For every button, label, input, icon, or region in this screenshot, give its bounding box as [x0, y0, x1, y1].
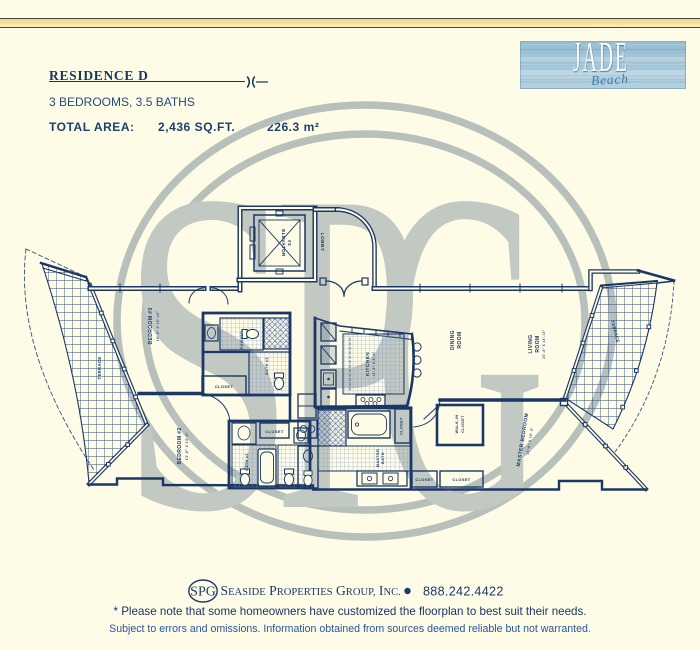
- svg-text:ROOM: ROOM: [457, 331, 463, 348]
- svg-text:CLOSET: CLOSET: [265, 429, 284, 434]
- svg-text:WALK-IN: WALK-IN: [455, 414, 459, 433]
- svg-text:MASTER: MASTER: [376, 449, 380, 467]
- svg-text:20'-4" X 14'-10": 20'-4" X 14'-10": [542, 329, 546, 358]
- svg-text:DINING: DINING: [450, 330, 456, 350]
- svg-text:BEDROOM #3: BEDROOM #3: [148, 307, 154, 344]
- svg-text:KITCHEN: KITCHEN: [365, 352, 371, 376]
- svg-text:LIVING: LIVING: [528, 334, 534, 353]
- svg-text:SEASIDE PROPERTIES GROUP, INC.: SEASIDE PROPERTIES GROUP, INC.: [221, 583, 401, 598]
- svg-text:BATH #3: BATH #3: [265, 357, 269, 375]
- svg-text:13'-6" X 19'-3": 13'-6" X 19'-3": [526, 426, 534, 455]
- svg-text:13'-6" X 13'-0": 13'-6" X 13'-0": [185, 432, 189, 461]
- svg-text:12'-4" X 8'-4": 12'-4" X 8'-4": [372, 351, 376, 376]
- svg-text:TERRACE: TERRACE: [610, 320, 621, 344]
- svg-text:CLOSET: CLOSET: [215, 384, 234, 389]
- svg-text:CLOSET: CLOSET: [452, 477, 470, 482]
- svg-text:CLOSET: CLOSET: [415, 477, 433, 482]
- svg-text:ELEVATOR: ELEVATOR: [281, 229, 286, 257]
- svg-text:15'-6" X 15'-10": 15'-6" X 15'-10": [156, 311, 160, 342]
- svg-text:POWDER: POWDER: [240, 331, 244, 350]
- svg-text:BEDROOM #2: BEDROOM #2: [177, 427, 183, 464]
- svg-text:BATH: BATH: [381, 452, 385, 464]
- svg-text:CLOSET: CLOSET: [400, 417, 404, 435]
- svg-text:BATH #2: BATH #2: [245, 453, 249, 471]
- svg-text:888.242.4422: 888.242.4422: [423, 585, 504, 599]
- svg-text:TERRACE: TERRACE: [97, 356, 102, 379]
- svg-text:#3: #3: [287, 240, 292, 246]
- svg-text:SPG: SPG: [190, 585, 216, 600]
- svg-text:CLOSET: CLOSET: [461, 415, 465, 433]
- svg-text:ROOM: ROOM: [535, 335, 541, 352]
- svg-text:LOBBY: LOBBY: [319, 233, 325, 252]
